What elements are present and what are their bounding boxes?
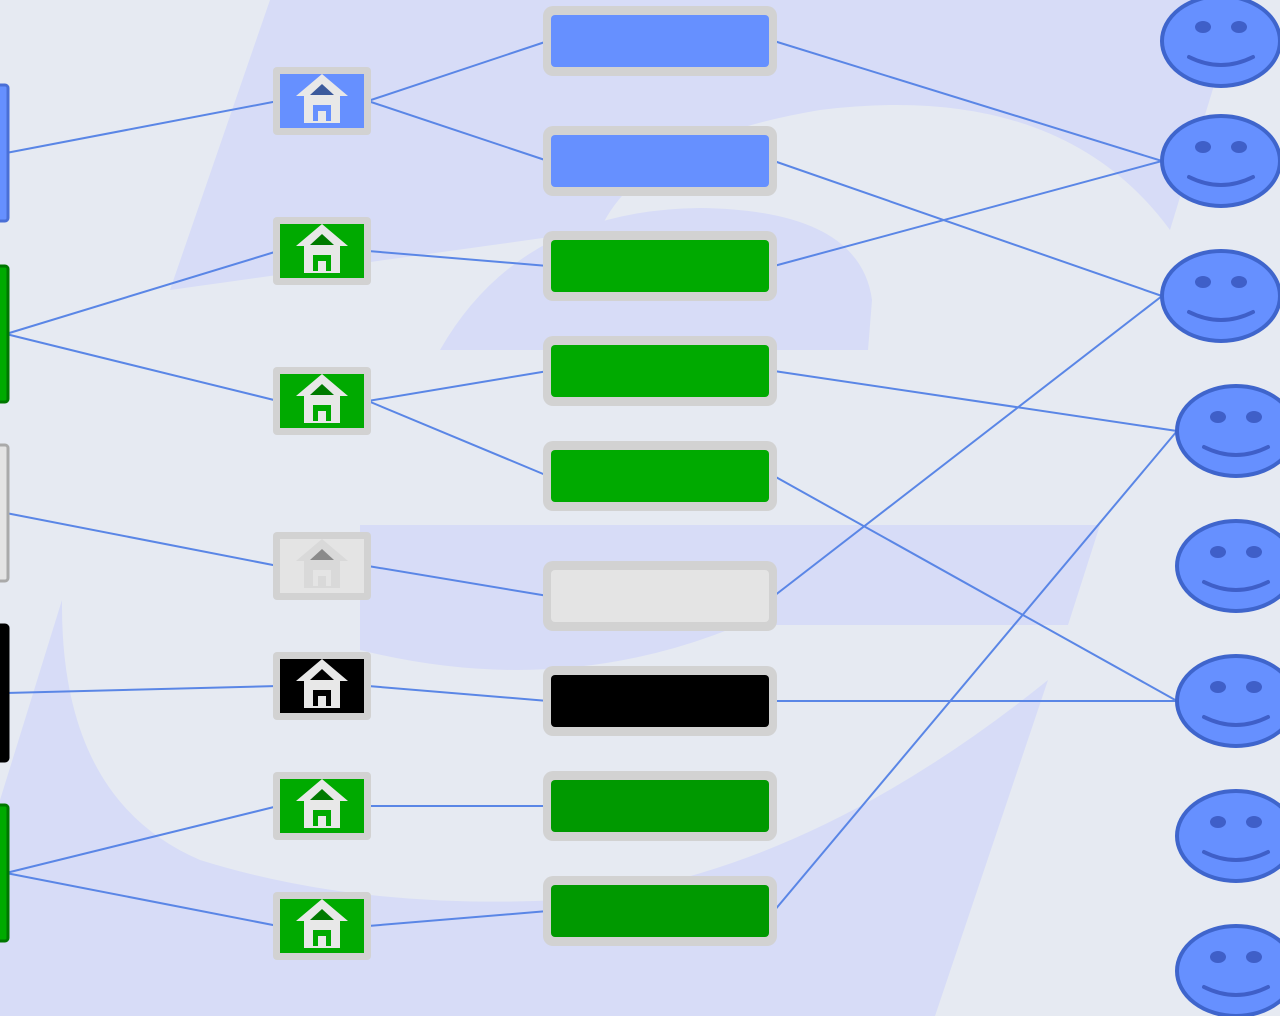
- connector-line: [5, 333, 279, 402]
- house-node[interactable]: [273, 217, 371, 285]
- bar-node-green[interactable]: [543, 231, 777, 301]
- smiley-face-icon[interactable]: [1160, 114, 1280, 208]
- bar-node-blue[interactable]: [543, 6, 777, 76]
- bar-node-gray[interactable]: [543, 561, 777, 631]
- connector-line: [5, 872, 279, 927]
- connector-line: [5, 512, 279, 567]
- connector-line: [367, 100, 549, 162]
- house-icon: [296, 899, 348, 948]
- house-icon: [296, 659, 348, 708]
- house-icon: [296, 539, 348, 588]
- connector-line: [773, 295, 1163, 597]
- house-node[interactable]: [273, 67, 371, 135]
- source-node-gray[interactable]: [0, 443, 10, 583]
- connector-line: [773, 430, 1178, 912]
- connector-line: [773, 370, 1178, 432]
- house-node[interactable]: [273, 892, 371, 960]
- smiley-face-icon[interactable]: [1160, 0, 1280, 88]
- connector-line: [5, 805, 279, 874]
- smiley-face-icon[interactable]: [1175, 519, 1280, 613]
- source-node-green[interactable]: [0, 264, 10, 404]
- connector-line: [367, 565, 549, 597]
- connector-line: [773, 160, 1163, 267]
- house-icon: [296, 374, 348, 423]
- connector-line: [5, 250, 279, 335]
- house-icon: [296, 74, 348, 123]
- house-icon: [296, 224, 348, 273]
- house-node[interactable]: [273, 652, 371, 720]
- house-node[interactable]: [273, 532, 371, 600]
- smiley-face-icon[interactable]: [1175, 924, 1280, 1016]
- connector-line: [367, 250, 549, 267]
- connector-line: [5, 685, 279, 694]
- bar-node-black[interactable]: [543, 666, 777, 736]
- house-node[interactable]: [273, 772, 371, 840]
- bar-node-green_dark[interactable]: [543, 876, 777, 946]
- bar-node-blue[interactable]: [543, 126, 777, 196]
- connector-lines: [5, 40, 1178, 927]
- smiley-face-icon[interactable]: [1175, 789, 1280, 883]
- house-icon: [296, 779, 348, 828]
- connector-line: [773, 40, 1163, 162]
- source-node-green[interactable]: [0, 803, 10, 943]
- smiley-face-icon[interactable]: [1160, 249, 1280, 343]
- smiley-face-icon[interactable]: [1175, 654, 1280, 748]
- watermark-shape: [0, 600, 1048, 1016]
- smiley-face-icon[interactable]: [1175, 384, 1280, 478]
- bar-node-green[interactable]: [543, 441, 777, 511]
- bar-node-green_dark[interactable]: [543, 771, 777, 841]
- source-node-black[interactable]: [0, 623, 10, 763]
- connector-line: [773, 160, 1163, 297]
- connector-line: [367, 370, 549, 402]
- connector-line: [367, 400, 549, 477]
- source-node-blue[interactable]: [0, 83, 10, 223]
- bar-node-green[interactable]: [543, 336, 777, 406]
- house-node[interactable]: [273, 367, 371, 435]
- connector-line: [5, 100, 279, 154]
- connector-line: [367, 685, 549, 702]
- connector-line: [773, 475, 1178, 702]
- connector-line: [367, 910, 549, 927]
- watermark-shape: [170, 0, 1240, 290]
- connector-line: [367, 40, 549, 102]
